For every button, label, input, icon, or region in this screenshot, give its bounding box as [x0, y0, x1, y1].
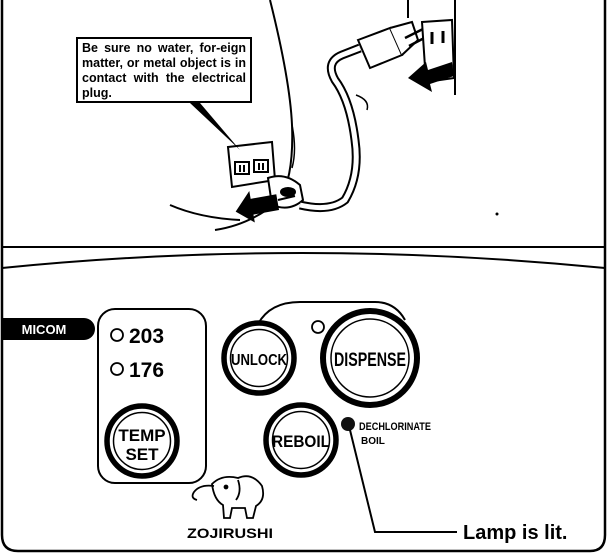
- arrow-to-appliance: [235, 190, 280, 223]
- temp-176-lamp: [110, 362, 124, 376]
- arrow-to-wall: [408, 62, 454, 92]
- svg-text:MICOM: MICOM: [22, 322, 67, 337]
- warning-callout-text: Be sure no water, for-eign matter, or me…: [82, 41, 246, 100]
- temp-group-frame: [97, 308, 207, 484]
- wall-plug: [356, 20, 429, 70]
- unlock-label: UNLOCK: [231, 352, 287, 369]
- dispense-group-frame: [257, 301, 406, 325]
- temp-set-button[interactable]: TEMP SET: [104, 403, 180, 479]
- dispense-label: DISPENSE: [334, 350, 406, 371]
- temp-203-label: 203: [129, 325, 164, 348]
- brand-name: ZOJIRUSHI: [187, 525, 273, 541]
- panel-curve: [1, 252, 606, 269]
- unlock-button[interactable]: UNLOCK: [221, 320, 297, 396]
- speck: [495, 212, 499, 216]
- appliance-socket: [226, 140, 277, 189]
- temp-203-lamp: [110, 328, 124, 342]
- dechlorinate-lamp: [341, 417, 355, 431]
- temp-176-label: 176: [129, 359, 164, 382]
- lamp-is-lit-text: Lamp is lit.: [463, 522, 567, 544]
- temp-set-label-2: SET: [125, 445, 159, 464]
- reboil-button[interactable]: REBOIL: [263, 402, 339, 478]
- warning-callout: Be sure no water, for-eign matter, or me…: [76, 37, 252, 103]
- dechlorinate-label: DECHLORINATE: [359, 421, 431, 433]
- micom-badge: MICOM: [2, 318, 95, 340]
- callout-pointer: [190, 103, 240, 150]
- unlock-lamp: [311, 320, 325, 334]
- reboil-label: REBOIL: [272, 432, 330, 451]
- elephant-logo: [191, 475, 265, 519]
- dispense-button[interactable]: DISPENSE: [320, 308, 420, 408]
- boil-label: BOIL: [361, 436, 385, 447]
- temp-set-label-1: TEMP: [118, 426, 165, 445]
- lamp-leader-line: [349, 429, 457, 533]
- power-cord: [298, 43, 369, 213]
